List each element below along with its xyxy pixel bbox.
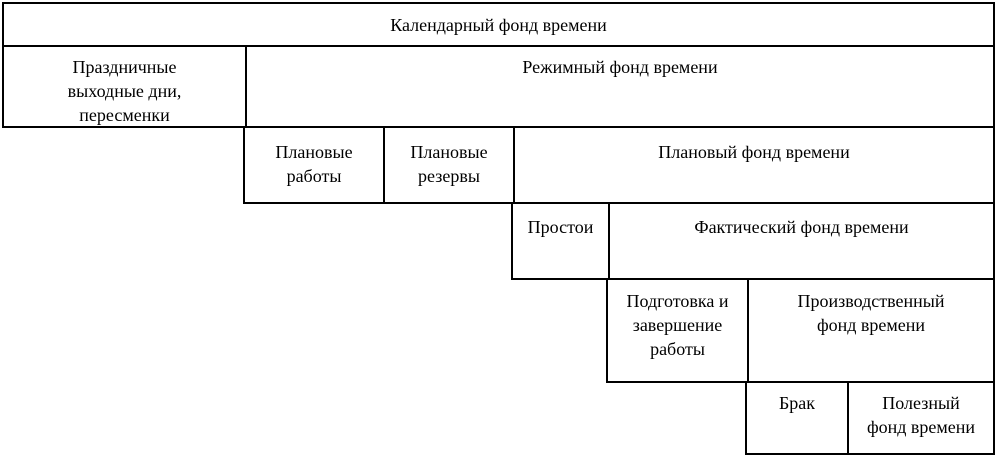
cell-planned-fund-label: Плановый фонд времени — [658, 142, 850, 162]
cell-calendar-fund: Календарный фонд времени — [4, 4, 993, 45]
cell-preparation-completion-line-1: Подготовка и — [626, 291, 729, 311]
cell-production-fund-line-1: Производственный — [797, 291, 945, 311]
cell-useful-fund: Полезный фонд времени — [849, 383, 993, 453]
cell-planned-reserves-line-2: резервы — [418, 166, 480, 186]
cell-production-fund: Производственный фонд времени — [749, 280, 993, 381]
cell-calendar-fund-label: Календарный фонд времени — [390, 15, 607, 35]
cell-defects: Брак — [747, 383, 849, 453]
diagram-row-production-fund: Подготовка и завершение работы Производс… — [606, 278, 995, 383]
cell-useful-fund-line-1: Полезный — [882, 393, 960, 413]
cell-planned-reserves: Плановые резервы — [385, 128, 515, 202]
cell-downtime-label: Простои — [527, 217, 594, 237]
cell-preparation-completion-line-3: работы — [650, 339, 705, 359]
cell-planned-fund: Плановый фонд времени — [515, 128, 993, 202]
cell-useful-fund-line-2: фонд времени — [866, 417, 976, 437]
cell-planned-works-line-1: Плановые — [275, 142, 353, 162]
diagram-row-actual-fund: Простои Фактический фонд времени — [511, 202, 995, 280]
cell-holidays-weekends-line-1: Праздничные — [72, 57, 177, 77]
diagram-row-calendar-fund: Календарный фонд времени — [2, 2, 995, 47]
diagram-row-regime-fund: Праздничные выходные дни, пересменки Реж… — [2, 45, 995, 128]
cell-regime-fund: Режимный фонд времени — [247, 47, 993, 126]
cell-holidays-weekends-line-3: пересменки — [79, 105, 170, 125]
cell-actual-fund: Фактический фонд времени — [610, 204, 993, 278]
cell-actual-fund-label: Фактический фонд времени — [694, 217, 909, 237]
cell-production-fund-line-2: фонд времени — [816, 315, 926, 335]
cell-planned-reserves-line-1: Плановые — [410, 142, 488, 162]
cell-holidays-weekends: Праздничные выходные дни, пересменки — [4, 47, 247, 126]
diagram-row-planned-fund: Плановые работы Плановые резервы Плановы… — [243, 126, 995, 204]
cell-downtime: Простои — [513, 204, 610, 278]
cell-planned-works-line-2: работы — [286, 166, 342, 186]
cell-regime-fund-label: Режимный фонд времени — [522, 57, 718, 77]
diagram-row-useful-fund: Брак Полезный фонд времени — [745, 381, 995, 455]
cell-preparation-completion-line-2: завершение — [632, 315, 723, 335]
cell-holidays-weekends-line-2: выходные дни, — [67, 81, 182, 101]
cell-defects-label: Брак — [778, 393, 816, 413]
cell-preparation-completion: Подготовка и завершение работы — [608, 280, 749, 381]
cell-planned-works: Плановые работы — [245, 128, 385, 202]
